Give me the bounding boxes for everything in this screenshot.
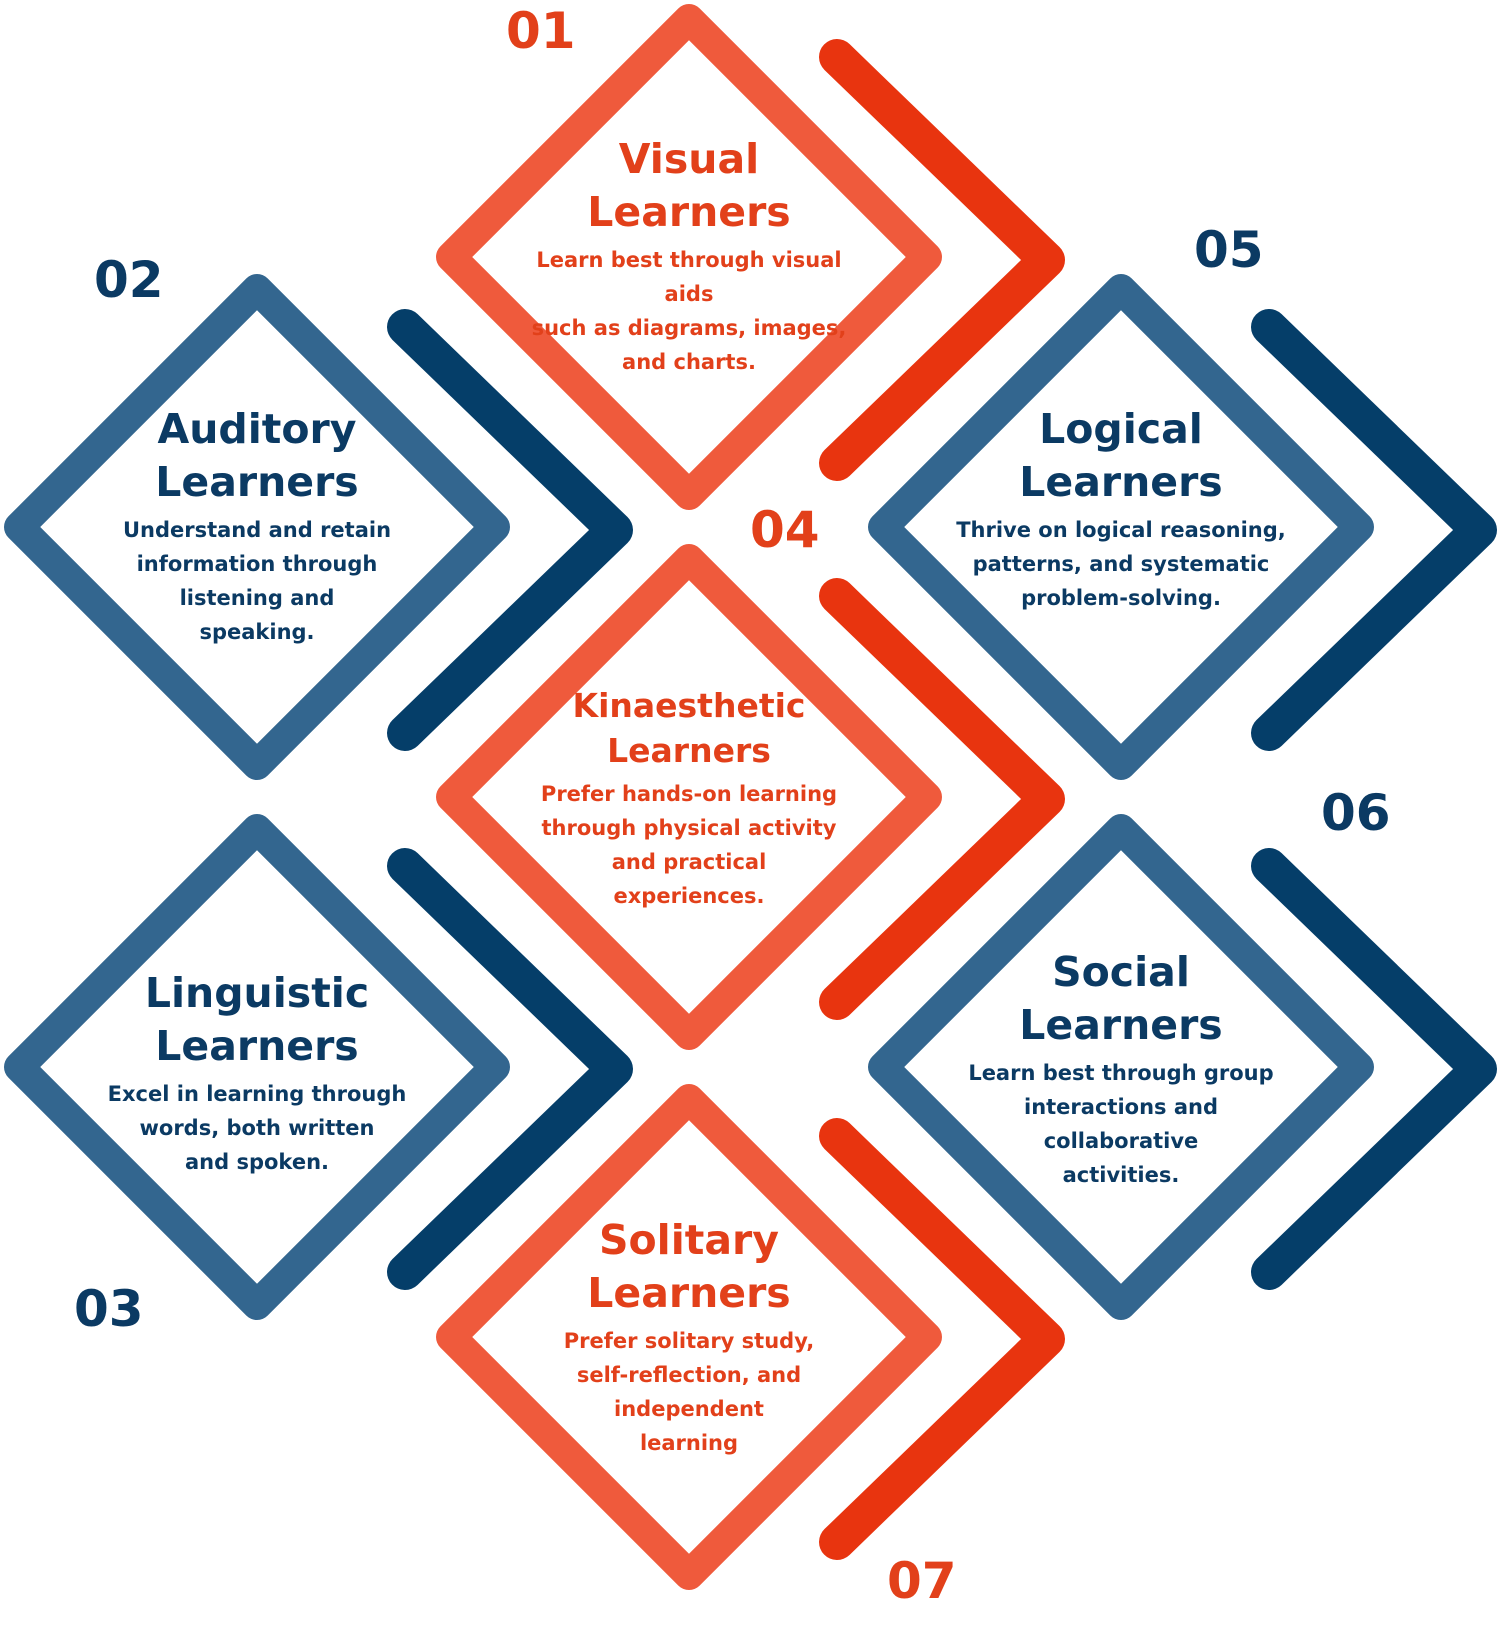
diamond-frame-auditory [4, 274, 510, 780]
description: Understand and retain information throug… [97, 513, 417, 649]
chevron-logical [1251, 309, 1497, 751]
chevron-linguistic [387, 848, 633, 1290]
diamond-frame-logical [868, 274, 1374, 780]
description-line-4: activities. [1062, 1163, 1180, 1187]
description: Prefer solitary study, self-reflection, … [529, 1324, 849, 1460]
description-line-1: Learn best through group [968, 1061, 1274, 1085]
chevron-auditory [387, 309, 633, 751]
chevron-social [1251, 848, 1497, 1290]
description-line-2: through physical activity [541, 816, 837, 840]
title-line-1: Social [1052, 948, 1190, 996]
tile-solitary: Solitary Learners Prefer solitary study,… [529, 1214, 849, 1460]
description: Learn best through visual aids such as d… [519, 243, 859, 379]
description: Excel in learning through words, both wr… [92, 1077, 422, 1179]
diamond-frame-kinaesthetic [436, 544, 942, 1050]
tile-visual: Visual Learners Learn best through visua… [519, 133, 859, 379]
description-line-4: learning [639, 1431, 739, 1455]
description-line-4: speaking. [199, 620, 315, 644]
number-auditory: 02 [94, 251, 164, 309]
title-line-1: Solitary [598, 1216, 779, 1264]
number-linguistic: 03 [74, 1280, 144, 1338]
tile-auditory: Auditory Learners Understand and retain … [97, 403, 417, 649]
description: Prefer hands-on learning through physica… [524, 777, 854, 913]
title-line-2: Learners [607, 731, 771, 770]
description: Thrive on logical reasoning, patterns, a… [951, 513, 1291, 615]
description-line-1: Learn best through visual aids [536, 248, 842, 306]
description-line-1: Prefer hands-on learning [540, 782, 838, 806]
diamond-frame-solitary [436, 1084, 942, 1590]
title-line-2: Learners [1019, 1001, 1223, 1049]
description-line-3: and practical [611, 850, 767, 874]
title-line-1: Logical [1039, 405, 1203, 453]
tile-logical: Logical Learners Thrive on logical reaso… [951, 403, 1291, 615]
number-solitary: 07 [887, 1552, 957, 1610]
description-line-3: and spoken. [185, 1150, 329, 1174]
description-line-3: independent [614, 1397, 764, 1421]
chevron-kinaesthetic [819, 578, 1065, 1020]
tile-social: Social Learners Learn best through group… [961, 946, 1281, 1192]
tile-kinaesthetic: Kinaesthetic Learners Prefer hands-on le… [524, 683, 854, 913]
title-line-1: Linguistic [144, 969, 370, 1017]
chevron-solitary [819, 1118, 1065, 1560]
description-line-1: Understand and retain [122, 518, 392, 542]
description-line-2: interactions and [1024, 1095, 1218, 1119]
description-line-2: information through [136, 552, 378, 576]
description-line-3: collaborative [1043, 1129, 1199, 1153]
number-social: 06 [1321, 784, 1391, 842]
description-line-2: such as diagrams, images, [531, 316, 847, 340]
description-line-2: self-reflection, and [576, 1363, 802, 1387]
number-visual: 01 [506, 2, 576, 60]
title-line-2: Learners [1019, 458, 1223, 506]
title-line-2: Learners [587, 188, 791, 236]
description-line-3: listening and [179, 586, 335, 610]
description-line-2: words, both written [139, 1116, 375, 1140]
description-line-1: Prefer solitary study, [563, 1329, 815, 1353]
diamond-frame-visual [436, 4, 942, 510]
description-line-2: patterns, and systematic [972, 552, 1270, 576]
description-line-3: and charts. [622, 350, 756, 374]
description-line-1: Thrive on logical reasoning, [956, 518, 1286, 542]
description-line-3: problem-solving. [1021, 586, 1221, 610]
title-line-2: Learners [155, 458, 359, 506]
number-logical: 05 [1194, 221, 1264, 279]
title-line-2: Learners [587, 1269, 791, 1317]
title-line-1: Auditory [157, 405, 357, 453]
description-line-1: Excel in learning through [107, 1082, 407, 1106]
description: Learn best through group interactions an… [961, 1056, 1281, 1192]
title-line-1: Visual [618, 135, 760, 183]
tile-linguistic: Linguistic Learners Excel in learning th… [92, 967, 422, 1179]
title-line-1: Kinaesthetic [572, 686, 806, 725]
diamond-frame-linguistic [4, 814, 510, 1320]
description-line-4: experiences. [613, 884, 765, 908]
title-line-2: Learners [155, 1022, 359, 1070]
diamond-frame-social [868, 814, 1374, 1320]
number-kinaesthetic: 04 [750, 501, 820, 559]
chevron-visual [819, 39, 1065, 481]
